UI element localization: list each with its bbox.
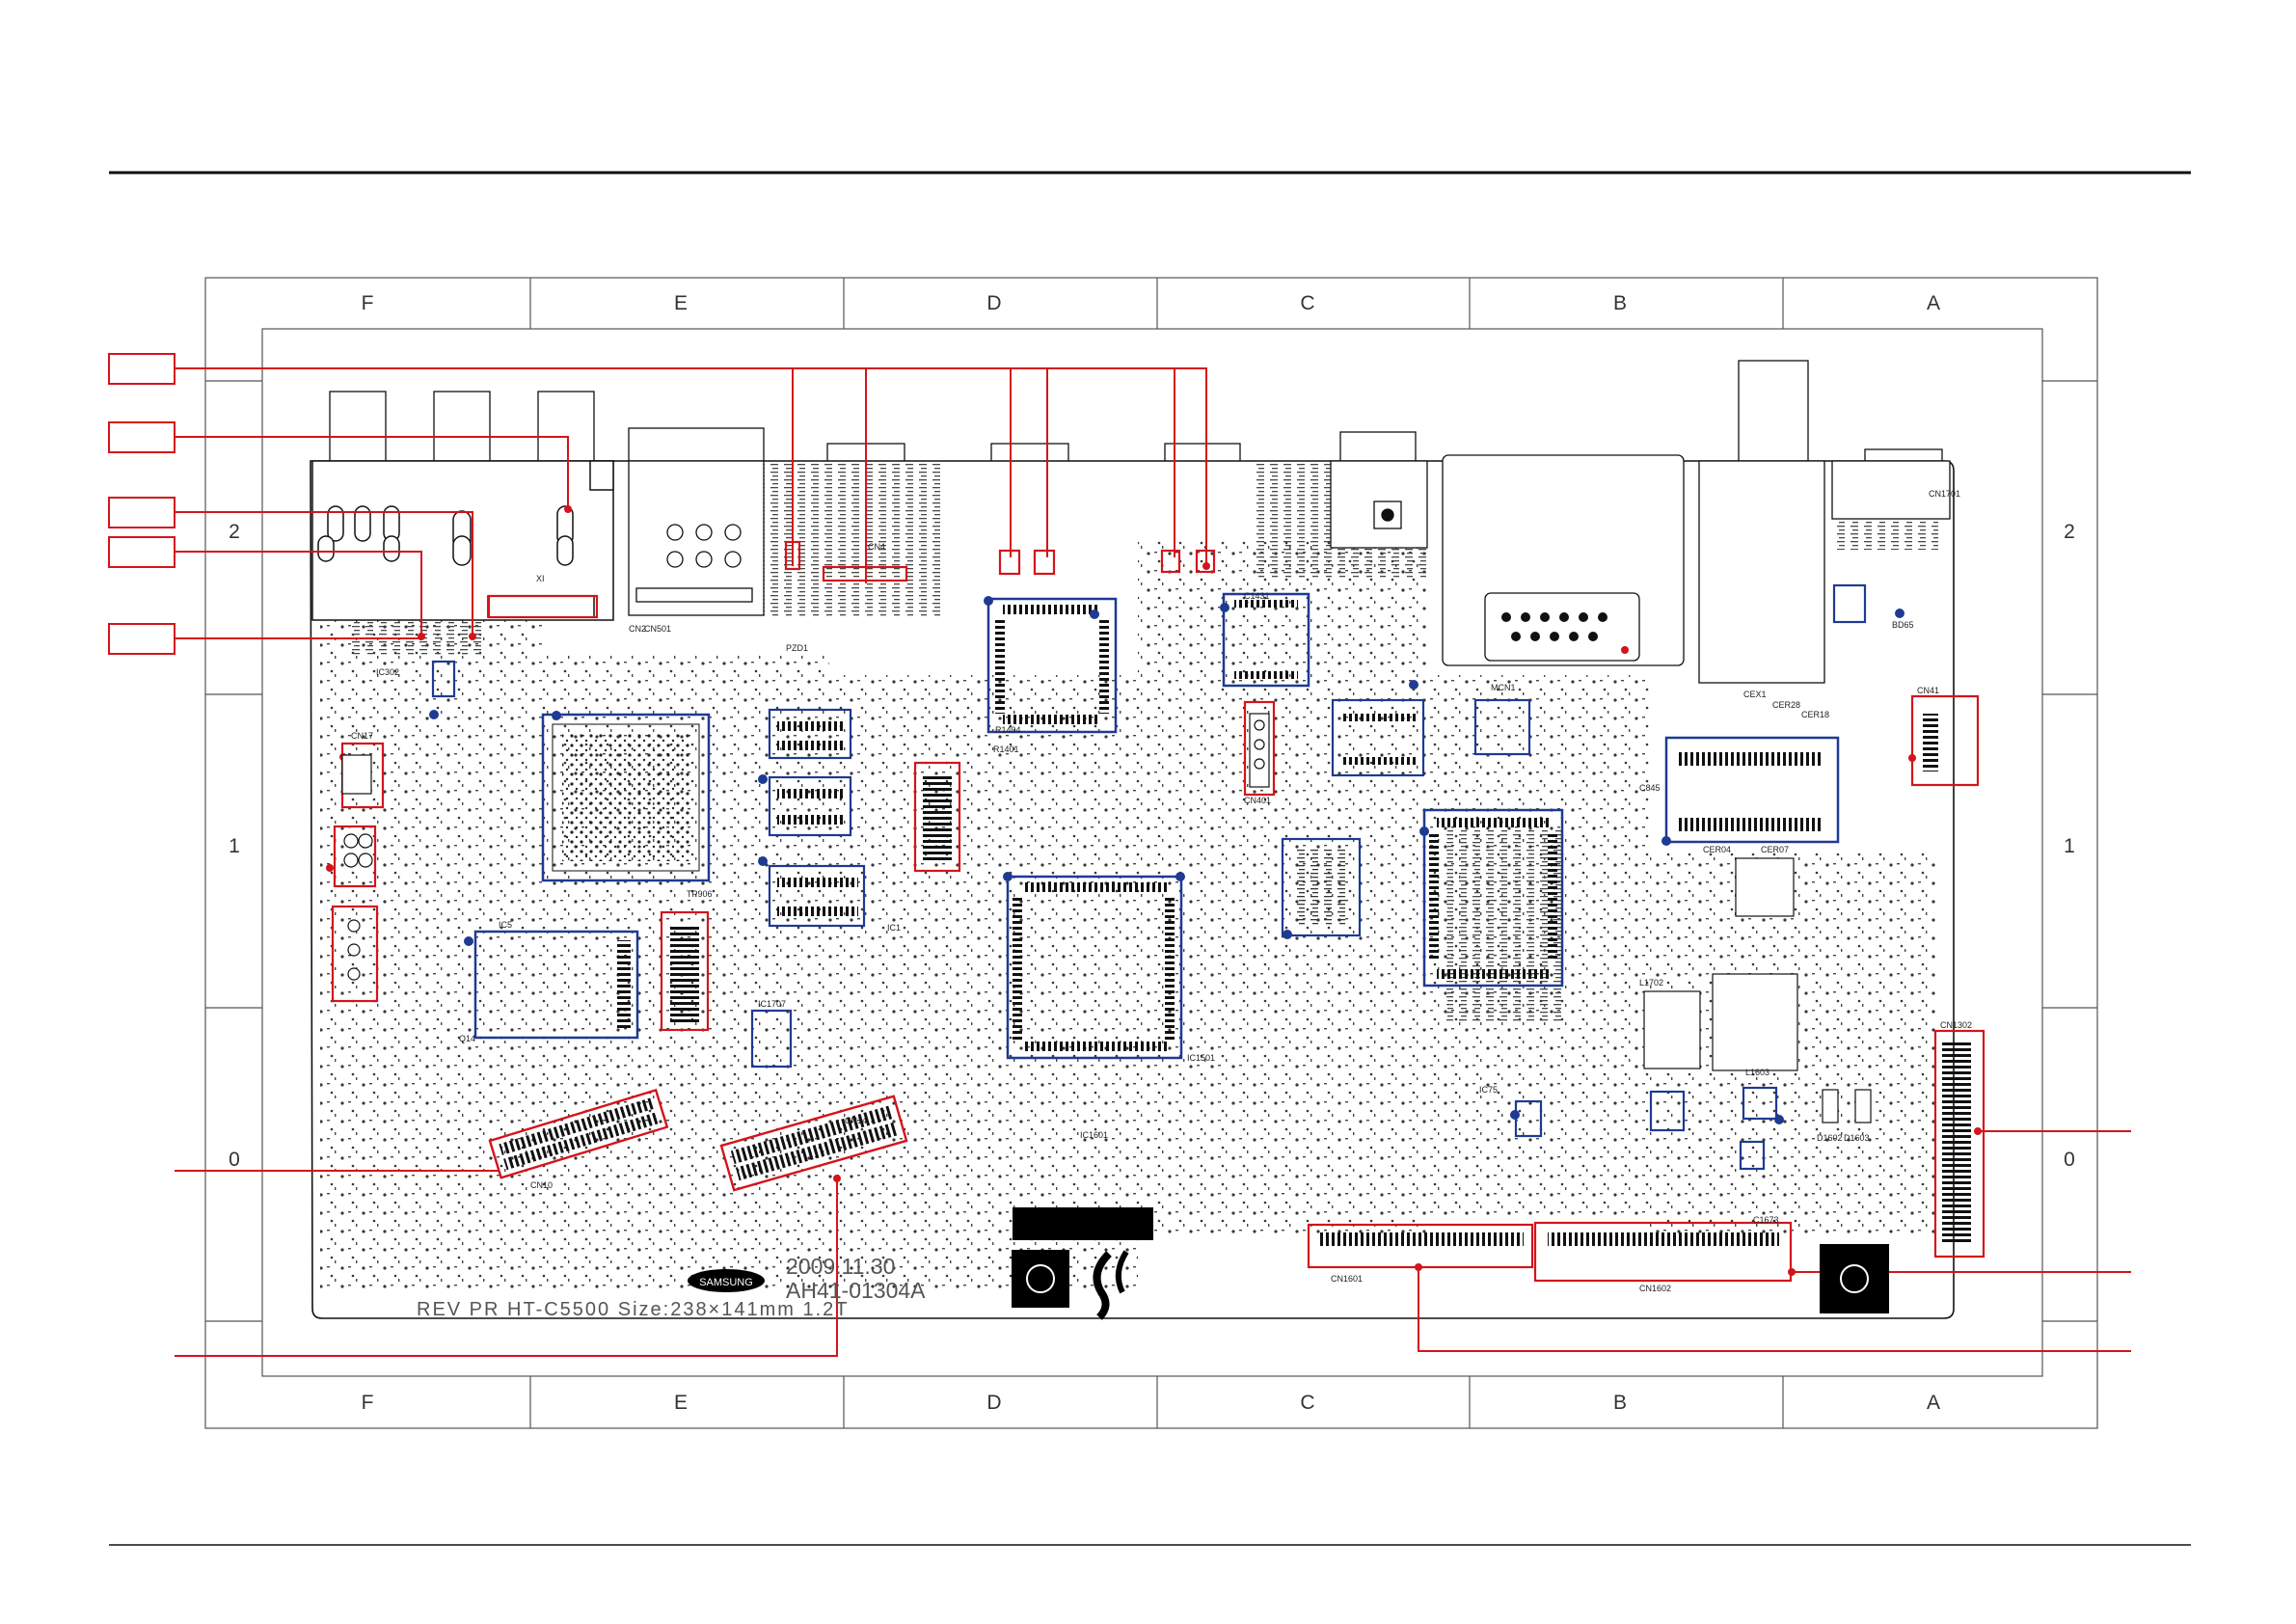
- label-mcn1: MCN1: [1491, 683, 1516, 692]
- chip-inner-pins: [777, 714, 1416, 926]
- row-label-left: 2: [229, 521, 240, 543]
- red-connector-cn10: [488, 1088, 669, 1179]
- col-label-top: F: [362, 292, 374, 314]
- col-label-top: A: [1927, 292, 1940, 314]
- label-ic75: IC75: [1479, 1085, 1498, 1095]
- chip-hdmi-ic: [1422, 808, 1564, 988]
- chip-ic1601: [1006, 875, 1183, 1060]
- col-label-bottom: C: [1300, 1392, 1314, 1414]
- label-cn1602: CN1602: [1639, 1284, 1671, 1293]
- date-code: 2009.11.30: [786, 1254, 895, 1279]
- row-label-right: 0: [2064, 1149, 2075, 1171]
- label-c845: C845: [1639, 783, 1661, 793]
- chip-ic1501: [986, 597, 1118, 734]
- label-l1702: L1702: [1639, 978, 1663, 988]
- label-cn2: CN2: [629, 624, 646, 634]
- connector-pins-red: [670, 714, 1971, 1246]
- chip-ic5: [473, 930, 639, 1040]
- label-cer04: CER04: [1703, 845, 1731, 854]
- rear-connectors: [1330, 454, 1951, 684]
- label-cn17: CN17: [351, 731, 373, 741]
- row-label-left: 1: [229, 835, 240, 857]
- psu-area: [1643, 857, 1872, 1123]
- label-cn1601: CN1601: [1331, 1274, 1363, 1284]
- label-cn10: CN10: [530, 1180, 553, 1190]
- chip-ic1431: [1222, 592, 1310, 688]
- av-jack-block: [311, 460, 614, 621]
- label-tp906: TP906: [687, 889, 713, 899]
- col-label-top: D: [986, 292, 1001, 314]
- label-q14: Q14: [459, 1034, 475, 1043]
- label-cn501: CN501: [644, 624, 671, 634]
- label-cn401: CN401: [1244, 796, 1271, 805]
- col-label-top: E: [674, 292, 688, 314]
- label-cn4: CN4: [868, 542, 885, 552]
- chip-small-blue-boxes: [431, 583, 1867, 1171]
- label-ic5: IC5: [499, 920, 512, 930]
- label-xi: XI: [536, 574, 545, 583]
- samsung-symbol: [1093, 1250, 1129, 1320]
- col-label-top: B: [1613, 292, 1627, 314]
- row-label-right: 2: [2064, 521, 2075, 543]
- label-cn14: CN14: [845, 1116, 867, 1125]
- red-connector-cn14: [719, 1095, 908, 1192]
- av-jack-block-2: [628, 460, 765, 616]
- label-cn1302: CN1302: [1940, 1020, 1972, 1030]
- label-cer28: CER28: [1772, 700, 1800, 710]
- label-r1401: R1401: [993, 744, 1019, 754]
- col-label-bottom: A: [1927, 1392, 1940, 1414]
- col-label-bottom: D: [986, 1392, 1001, 1414]
- label-c1431: C1431: [1244, 591, 1270, 601]
- samsung-logo-text: SAMSUNG: [699, 1277, 753, 1288]
- label-ic1501: IC1501: [1187, 1053, 1215, 1063]
- col-label-bottom: E: [674, 1392, 688, 1414]
- label-ic1: IC1: [887, 923, 901, 933]
- col-label-bottom: B: [1613, 1392, 1627, 1414]
- row-label-right: 1: [2064, 835, 2075, 857]
- fiducial-squares: [1012, 1207, 1889, 1313]
- col-label-top: C: [1300, 292, 1314, 314]
- label-r1404: R1404: [995, 725, 1021, 735]
- board-edge-connectors: [329, 360, 1943, 477]
- scart-pins: [1501, 612, 1607, 641]
- small-left-parts: [341, 713, 1270, 981]
- part-number: AH41-01304A: [786, 1278, 926, 1303]
- chip-cer-array: [1664, 736, 1840, 844]
- samsung-logo-oval: [688, 1269, 765, 1292]
- row-label-left: 0: [229, 1149, 240, 1171]
- label-pzd1: PZD1: [786, 643, 808, 653]
- callout-dots: [326, 505, 1982, 1276]
- label-cn41: CN41: [1917, 686, 1939, 695]
- label-l1603: L1603: [1745, 1068, 1769, 1077]
- component-label-layer: IC1 IC5 IC1501 IC75 IC1707 IC1601 IC302 …: [351, 489, 1972, 1293]
- label-ic1707: IC1707: [758, 999, 786, 1009]
- grid-frame: [204, 277, 2098, 1429]
- col-label-bottom: F: [362, 1392, 374, 1414]
- label-bd65: BD65: [1892, 620, 1914, 630]
- label-d1603: D1603: [1844, 1133, 1870, 1143]
- callout-leaders: [175, 367, 2131, 1357]
- label-cn1701: CN1701: [1929, 489, 1960, 499]
- label-c1673: C1673: [1753, 1215, 1779, 1225]
- label-cex1: CEX1: [1743, 690, 1767, 699]
- blue-dots: [429, 596, 1904, 1124]
- revision-line: REV PR HT-C5500 Size:238×141mm 1.2T: [417, 1299, 850, 1320]
- grid-labels: F E D C B A F E D C B A 2 1 0 2 1 0: [229, 292, 2075, 1414]
- label-d1602: D1602: [1817, 1133, 1843, 1143]
- label-ic302: IC302: [376, 667, 399, 677]
- chip-ic1: [541, 713, 711, 882]
- label-cer07: CER07: [1761, 845, 1789, 854]
- fiducial-marks: [1026, 1264, 1869, 1293]
- label-ic1601: IC1601: [1080, 1130, 1108, 1140]
- label-cer18: CER18: [1801, 710, 1829, 719]
- callout-boxes: [108, 353, 176, 655]
